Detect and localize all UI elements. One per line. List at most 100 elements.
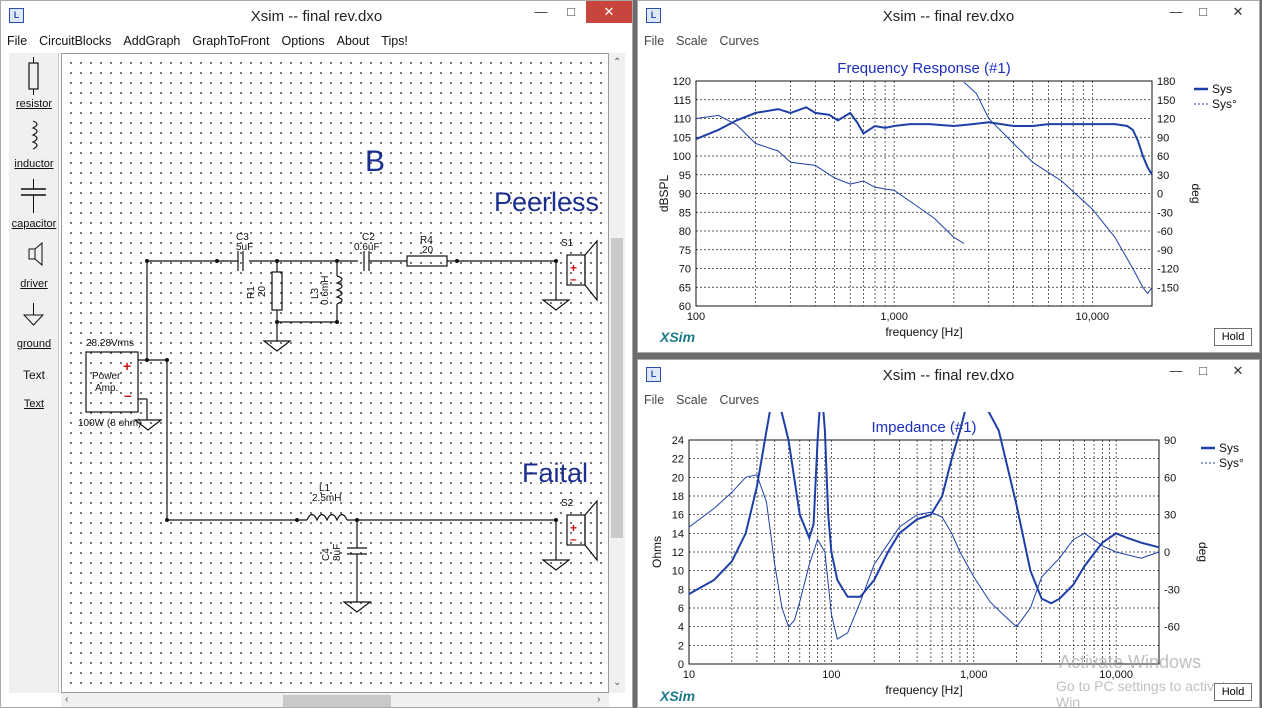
svg-text:+: + xyxy=(123,358,131,374)
y-tick-label: 115 xyxy=(673,95,691,107)
frequency-response-window: L Xsim -- final rev.dxo — □ ✕ File Scale C… xyxy=(637,0,1260,353)
menu-item-about[interactable]: About xyxy=(336,34,370,48)
y-tick-label: 2 xyxy=(678,640,684,652)
app-icon[interactable]: L xyxy=(646,367,661,382)
legend-sys-phase: Sys° xyxy=(1212,97,1237,111)
menu-bar: File Scale Curves xyxy=(638,390,1259,412)
series-line-sys-phase xyxy=(688,474,1160,640)
schematic-window: L Xsim -- final rev.dxo — □ ✕ File Circui… xyxy=(0,0,633,708)
close-button[interactable]: ✕ xyxy=(1232,363,1244,378)
vertical-scroll-thumb[interactable] xyxy=(611,238,623,538)
palette-driver[interactable]: driver xyxy=(20,278,48,290)
svg-text:+: + xyxy=(570,521,577,535)
horizontal-scroll-thumb[interactable] xyxy=(283,695,391,707)
x-tick-label: 100 xyxy=(822,669,840,681)
palette-text[interactable]: Text xyxy=(23,398,45,410)
xsim-brand: XSim xyxy=(660,329,696,345)
inductor-icon xyxy=(31,120,38,150)
app-icon[interactable]: L xyxy=(646,8,661,23)
minimize-button[interactable]: — xyxy=(1169,4,1183,19)
y-tick-label: 100 xyxy=(673,151,691,163)
y-tick-label: 110 xyxy=(673,114,691,126)
title-bar[interactable]: L Xsim -- final rev.dxo — □ ✕ xyxy=(638,360,1259,390)
l1-name: L1 xyxy=(319,483,331,494)
scroll-left-arrow[interactable]: ‹ xyxy=(65,694,69,705)
minimize-button[interactable]: — xyxy=(534,4,548,19)
menu-item-graphtofront[interactable]: GraphToFront xyxy=(192,34,270,48)
svg-text:–: – xyxy=(570,532,577,546)
activate-windows-title: Activate Windows xyxy=(1059,652,1202,672)
y2-tick-label: -30 xyxy=(1164,584,1180,596)
menu-item-scale[interactable]: Scale xyxy=(676,393,708,407)
amp-label-2: Amp. xyxy=(95,383,118,394)
menu-item-file[interactable]: File xyxy=(7,34,28,48)
vertical-scrollbar[interactable]: ⌃ ⌄ xyxy=(609,53,625,693)
x-tick-label: 10,000 xyxy=(1099,669,1133,681)
series-line-sys xyxy=(695,106,1153,176)
amp-voltage: 28.28Vrms xyxy=(86,338,134,349)
y-tick-label: 95 xyxy=(679,170,691,182)
s1-label: S1 xyxy=(561,238,574,249)
y2-tick-label: 60 xyxy=(1157,151,1169,163)
label-b: B xyxy=(365,145,385,178)
schematic-drawing: +– +– +– C3 5uF C2 0.6uF R4 20 S1 S2 L1 … xyxy=(78,145,599,613)
y-tick-label: 22 xyxy=(672,454,684,466)
scroll-up-arrow[interactable]: ⌃ xyxy=(613,57,622,68)
menu-item-tips[interactable]: Tips! xyxy=(381,34,408,48)
palette-icons xyxy=(21,57,46,326)
hold-button[interactable]: Hold xyxy=(1214,683,1252,701)
svg-text:+: + xyxy=(570,261,577,275)
menu-item-addgraph[interactable]: AddGraph xyxy=(123,34,181,48)
palette-inductor[interactable]: inductor xyxy=(14,158,54,170)
series-line-sys-phase xyxy=(695,81,1153,295)
title-bar[interactable]: L Xsim -- final rev.dxo — □ ✕ xyxy=(1,1,632,31)
menu-item-file[interactable]: File xyxy=(644,34,665,48)
driver-icon xyxy=(28,241,43,267)
palette-text-icon[interactable]: Text xyxy=(22,368,45,382)
palette-capacitor[interactable]: capacitor xyxy=(11,218,57,230)
maximize-button[interactable]: □ xyxy=(567,4,575,19)
maximize-button[interactable]: □ xyxy=(1199,4,1207,19)
label-faital: Faital xyxy=(522,458,588,488)
l1-value: 2.5mH xyxy=(312,493,341,504)
y-tick-label: 75 xyxy=(679,245,691,257)
menu-item-curves[interactable]: Curves xyxy=(719,393,760,407)
scroll-right-arrow[interactable]: › xyxy=(597,694,601,705)
app-icon[interactable]: L xyxy=(9,8,24,23)
menu-bar: File CircuitBlocks AddGraph GraphToFront Opt… xyxy=(1,31,632,53)
window-title: Xsim -- final rev.dxo xyxy=(250,8,383,25)
maximize-button[interactable]: □ xyxy=(1199,363,1207,378)
x-tick-label: 10,000 xyxy=(1076,311,1110,323)
title-bar[interactable]: L Xsim -- final rev.dxo — □ ✕ xyxy=(638,1,1259,31)
menu-item-scale[interactable]: Scale xyxy=(676,34,708,48)
menu-item-file[interactable]: File xyxy=(644,393,665,407)
chart-title: Impedance (#1) xyxy=(871,419,976,436)
scroll-down-arrow[interactable]: ⌄ xyxy=(613,677,622,688)
palette-resistor[interactable]: resistor xyxy=(15,98,53,110)
menu-item-circuitblocks[interactable]: CircuitBlocks xyxy=(39,34,112,48)
menu-item-curves[interactable]: Curves xyxy=(719,34,760,48)
y-tick-label: 24 xyxy=(672,435,684,447)
close-button[interactable]: ✕ xyxy=(1232,4,1244,19)
palette-ground[interactable]: ground xyxy=(16,338,52,350)
minimize-button[interactable]: — xyxy=(1169,363,1183,378)
close-button[interactable]: ✕ xyxy=(586,1,632,23)
y2-tick-label: 90 xyxy=(1164,435,1176,447)
plot-frame xyxy=(695,80,1153,307)
x-tick-label: 10 xyxy=(683,669,695,681)
y-tick-label: 90 xyxy=(679,189,691,201)
menu-item-options[interactable]: Options xyxy=(281,34,325,48)
c3-name: C3 xyxy=(236,232,249,243)
s2-label: S2 xyxy=(561,498,574,509)
y2-tick-label: 0 xyxy=(1157,189,1163,201)
y2-tick-label: 150 xyxy=(1157,95,1175,107)
x-axis-label: frequency [Hz] xyxy=(885,325,962,339)
amp-power: 100W (8 ohm) xyxy=(78,418,141,429)
component-palette: resistor inductor capacitor driver groun… xyxy=(9,53,59,693)
schematic-canvas[interactable]: +– +– +– C3 5uF C2 0.6uF R4 20 S1 S2 L1 … xyxy=(61,53,609,693)
hold-button[interactable]: Hold xyxy=(1214,328,1252,346)
y-tick-label: 120 xyxy=(673,76,691,88)
c2-name: C2 xyxy=(362,232,375,243)
horizontal-scrollbar[interactable]: ‹ › xyxy=(61,693,609,707)
